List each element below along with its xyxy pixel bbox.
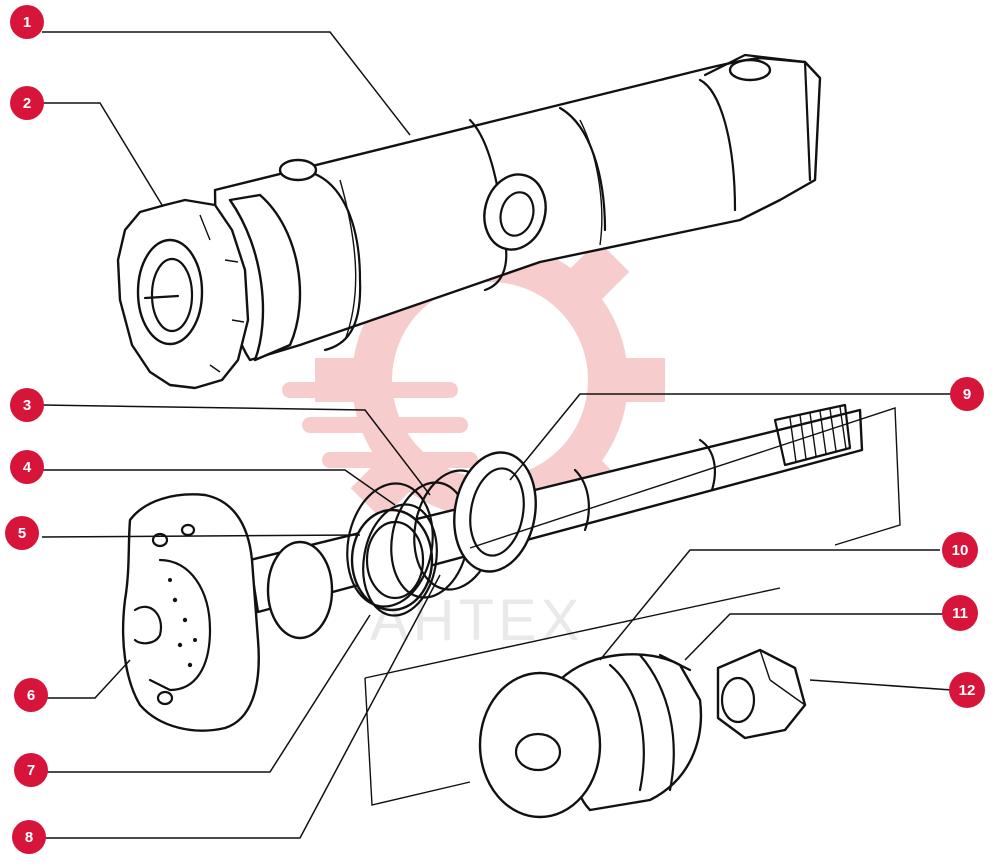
- svg-text:7: 7: [27, 762, 35, 779]
- part-2-end-cap: [116, 193, 302, 390]
- part-1-cylinder-body: [213, 53, 822, 362]
- svg-text:6: 6: [27, 687, 35, 704]
- svg-text:9: 9: [963, 386, 971, 403]
- part-10-piston: [478, 653, 703, 819]
- svg-text:2: 2: [23, 95, 31, 112]
- callout-4: 4: [10, 450, 44, 484]
- callout-12: 12: [949, 672, 985, 708]
- callout-5: 5: [5, 516, 39, 550]
- svg-text:3: 3: [23, 397, 31, 414]
- svg-text:12: 12: [959, 682, 976, 699]
- callout-2: 2: [10, 86, 44, 120]
- part-9-seal: [453, 451, 537, 573]
- svg-text:4: 4: [23, 459, 32, 476]
- callout-10: 10: [942, 532, 978, 568]
- callouts: 1 2 3 4 5 6 7 8 9 10 11 12: [5, 5, 985, 854]
- svg-text:10: 10: [952, 542, 969, 559]
- svg-text:5: 5: [18, 525, 26, 542]
- callout-11: 11: [942, 595, 978, 631]
- callout-7: 7: [14, 753, 48, 787]
- svg-text:8: 8: [25, 829, 33, 846]
- leader-lines: [41, 31, 953, 839]
- callout-6: 6: [14, 678, 48, 712]
- callout-9: 9: [950, 377, 984, 411]
- part-6-flange: [121, 493, 260, 732]
- callout-8: 8: [12, 820, 46, 854]
- shaft-assembly: [248, 403, 864, 640]
- svg-text:11: 11: [952, 605, 968, 622]
- svg-text:1: 1: [23, 14, 31, 31]
- part-4-o-ring: [346, 482, 434, 608]
- callout-3: 3: [10, 388, 44, 422]
- part-7-ring: [362, 503, 438, 617]
- part-12-hex-nut: [716, 648, 807, 740]
- callout-1: 1: [10, 5, 44, 39]
